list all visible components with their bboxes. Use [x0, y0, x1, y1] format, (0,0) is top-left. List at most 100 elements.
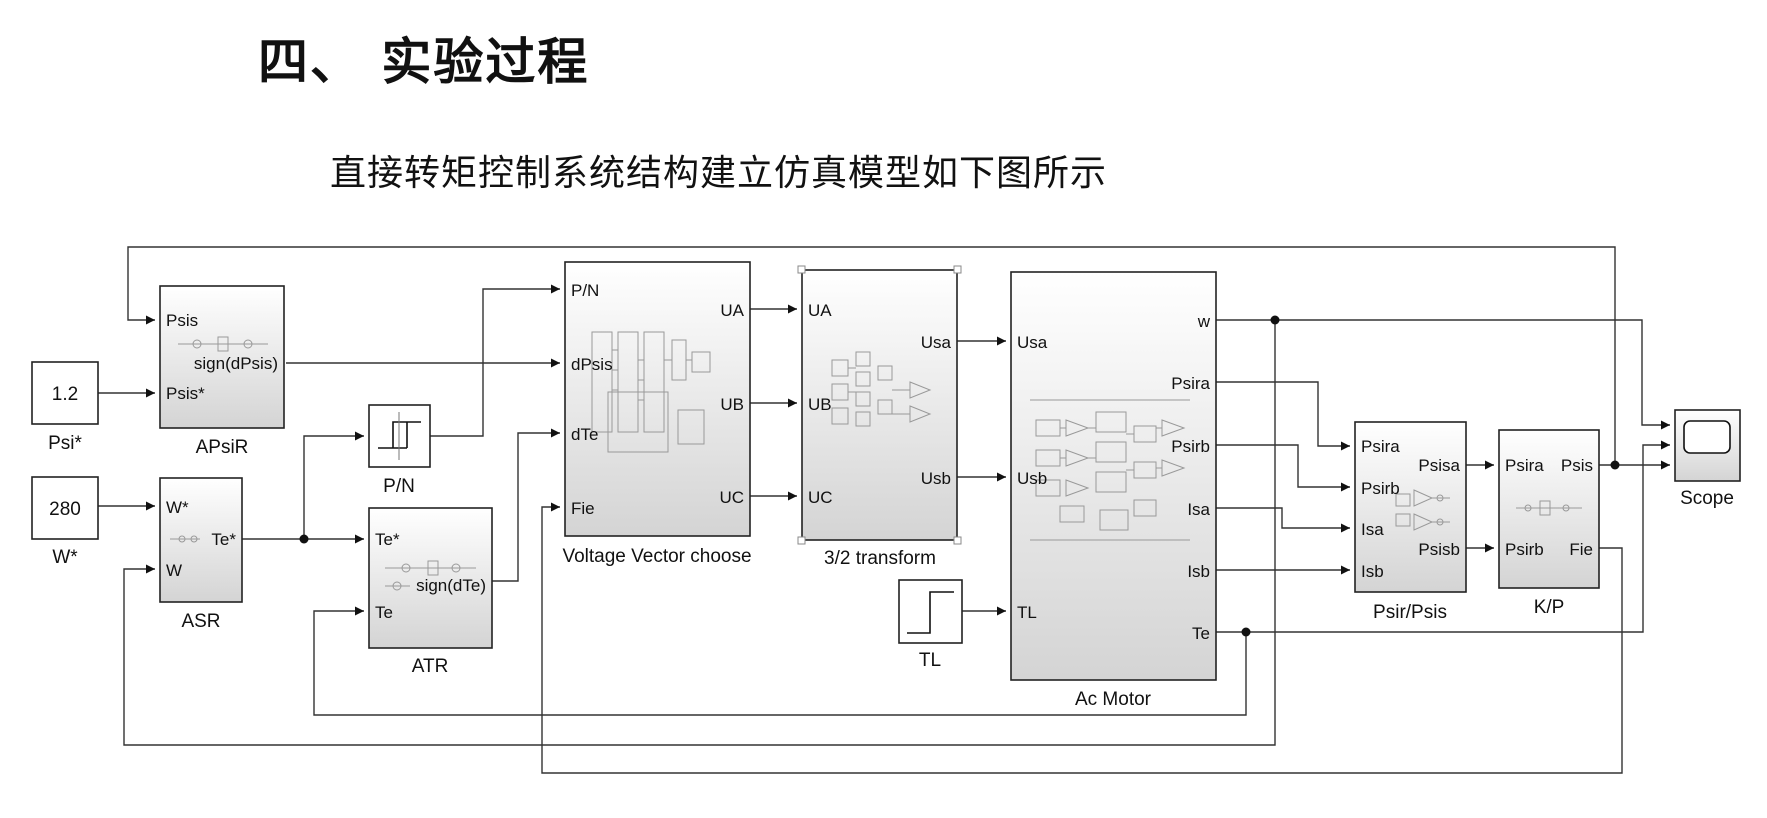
- wire-te-feedback: [313, 606, 1247, 716]
- port-label: Isb: [1187, 562, 1210, 581]
- port-label: TL: [1017, 603, 1037, 622]
- selection-handles: [797, 265, 962, 545]
- transform-32-block[interactable]: UA UB UC Usa Usb 3/2 transform: [797, 265, 962, 569]
- block-name: Psi*: [48, 433, 82, 454]
- constant-block-w[interactable]: 280 W*: [31, 476, 99, 568]
- voltage-vector-choose-block[interactable]: P/N dPsis dTe Fie UA UB UC Voltage Vecto…: [562, 261, 752, 567]
- scope-block[interactable]: Scope: [1674, 409, 1741, 509]
- port-label: UA: [720, 301, 744, 320]
- port-label: P/N: [571, 281, 599, 300]
- port-label: Psira: [1171, 374, 1210, 393]
- constant-block-psi[interactable]: 1.2 Psi*: [31, 361, 99, 454]
- port-label: Psirb: [1171, 437, 1210, 456]
- junction-dot: [1241, 627, 1251, 637]
- diagram-caption: 直接转矩控制系统结构建立仿真模型如下图所示: [330, 153, 1108, 194]
- block-name: Voltage Vector choose: [562, 546, 751, 567]
- port-label: Psirb: [1361, 479, 1400, 498]
- constant-value: 1.2: [52, 384, 78, 405]
- signal-wires: [98, 246, 1670, 774]
- subsystem-icon: [591, 331, 711, 453]
- block-name: Ac Motor: [1075, 689, 1152, 710]
- subsystem-icon: [385, 560, 476, 591]
- section-heading: 四、 实验过程: [258, 32, 590, 91]
- block-name: P/N: [383, 476, 415, 497]
- port-label: Isa: [1361, 520, 1384, 539]
- wire-psis-feedback: [127, 246, 1616, 465]
- port-label: Psira: [1505, 456, 1544, 475]
- port-label: Te: [375, 603, 393, 622]
- wire-fie: [541, 502, 1623, 774]
- wire-isa: [1216, 507, 1350, 533]
- port-label: W*: [166, 498, 189, 517]
- block-name: TL: [919, 650, 941, 671]
- port-label: Usb: [921, 469, 951, 488]
- atr-block[interactable]: Te* Te sign(dTe) ATR: [368, 507, 493, 677]
- block-name: ATR: [412, 656, 449, 677]
- asr-block[interactable]: W* W Te* ASR: [159, 477, 243, 632]
- port-label: sign(dTe): [416, 576, 486, 595]
- port-label: Usb: [1017, 469, 1047, 488]
- psir-psis-block[interactable]: Psira Psirb Isa Isb Psisa Psisb Psir/Psi…: [1354, 421, 1467, 623]
- pn-relay-block[interactable]: P/N: [368, 404, 431, 497]
- port-label: dTe: [571, 425, 598, 444]
- port-label: Te: [1192, 624, 1210, 643]
- port-label: sign(dPsis): [194, 354, 278, 373]
- port-label: w: [1197, 312, 1211, 331]
- wire-psira: [1216, 381, 1350, 451]
- block-name: Psir/Psis: [1373, 602, 1447, 623]
- subsystem-icon: [1516, 500, 1582, 516]
- port-label: UB: [720, 395, 744, 414]
- block-name: APsiR: [196, 437, 249, 458]
- hysteresis-icon: [378, 421, 421, 449]
- block-name: K/P: [1534, 597, 1565, 618]
- port-label: UC: [808, 488, 833, 507]
- block-name: Scope: [1680, 488, 1734, 509]
- subsystem-icon: [170, 535, 200, 543]
- wire-w-to-scope: [1216, 319, 1670, 430]
- wire-te-to-scope: [1216, 440, 1670, 633]
- port-label: W: [166, 561, 182, 580]
- port-label: Fie: [1569, 540, 1593, 559]
- junction-dot: [1610, 460, 1620, 470]
- junction-dot: [299, 534, 309, 544]
- wire-psirb: [1216, 444, 1350, 492]
- subsystem-icon: [831, 351, 932, 427]
- junction-dot: [1270, 315, 1280, 325]
- block-name: ASR: [181, 611, 220, 632]
- port-label: Psis: [1561, 456, 1593, 475]
- port-label: Fie: [571, 499, 595, 518]
- block-name: W*: [52, 547, 78, 568]
- scope-screen-icon: [1683, 420, 1731, 454]
- port-label: Isb: [1361, 562, 1384, 581]
- port-label: Te*: [211, 530, 236, 549]
- tl-step-block[interactable]: TL: [898, 579, 963, 671]
- apsir-block[interactable]: Psis Psis* sign(dPsis) APsiR: [159, 285, 285, 458]
- constant-value: 280: [49, 499, 81, 520]
- subsystem-icon: [1395, 489, 1450, 531]
- block-name: 3/2 transform: [824, 548, 936, 569]
- kp-block[interactable]: Psira Psirb Psis Fie K/P: [1498, 429, 1600, 618]
- port-label: Psirb: [1505, 540, 1544, 559]
- port-label: UB: [808, 395, 832, 414]
- step-icon: [907, 591, 954, 634]
- subsystem-icon: [178, 336, 268, 352]
- wire-pn-to-vvc: [430, 284, 560, 437]
- port-label: Psisa: [1418, 456, 1460, 475]
- subsystem-icon: [1030, 399, 1190, 541]
- port-label: dPsis: [571, 355, 613, 374]
- port-label: UA: [808, 301, 832, 320]
- wire-w-feedback: [123, 320, 1276, 746]
- port-label: Psisb: [1418, 540, 1460, 559]
- wire-node-to-pn: [303, 431, 364, 539]
- port-label: Psis: [166, 311, 198, 330]
- port-label: Psis*: [166, 384, 205, 403]
- port-label: Usa: [1017, 333, 1048, 352]
- port-label: Usa: [921, 333, 952, 352]
- port-label: Psira: [1361, 437, 1400, 456]
- ac-motor-block[interactable]: Usa Usb TL w Psira Psirb Isa Isb Te Ac M…: [1010, 271, 1217, 710]
- port-label: Isa: [1187, 500, 1210, 519]
- wire-atr-to-vvc: [492, 428, 560, 582]
- port-label: UC: [719, 488, 744, 507]
- port-label: Te*: [375, 530, 400, 549]
